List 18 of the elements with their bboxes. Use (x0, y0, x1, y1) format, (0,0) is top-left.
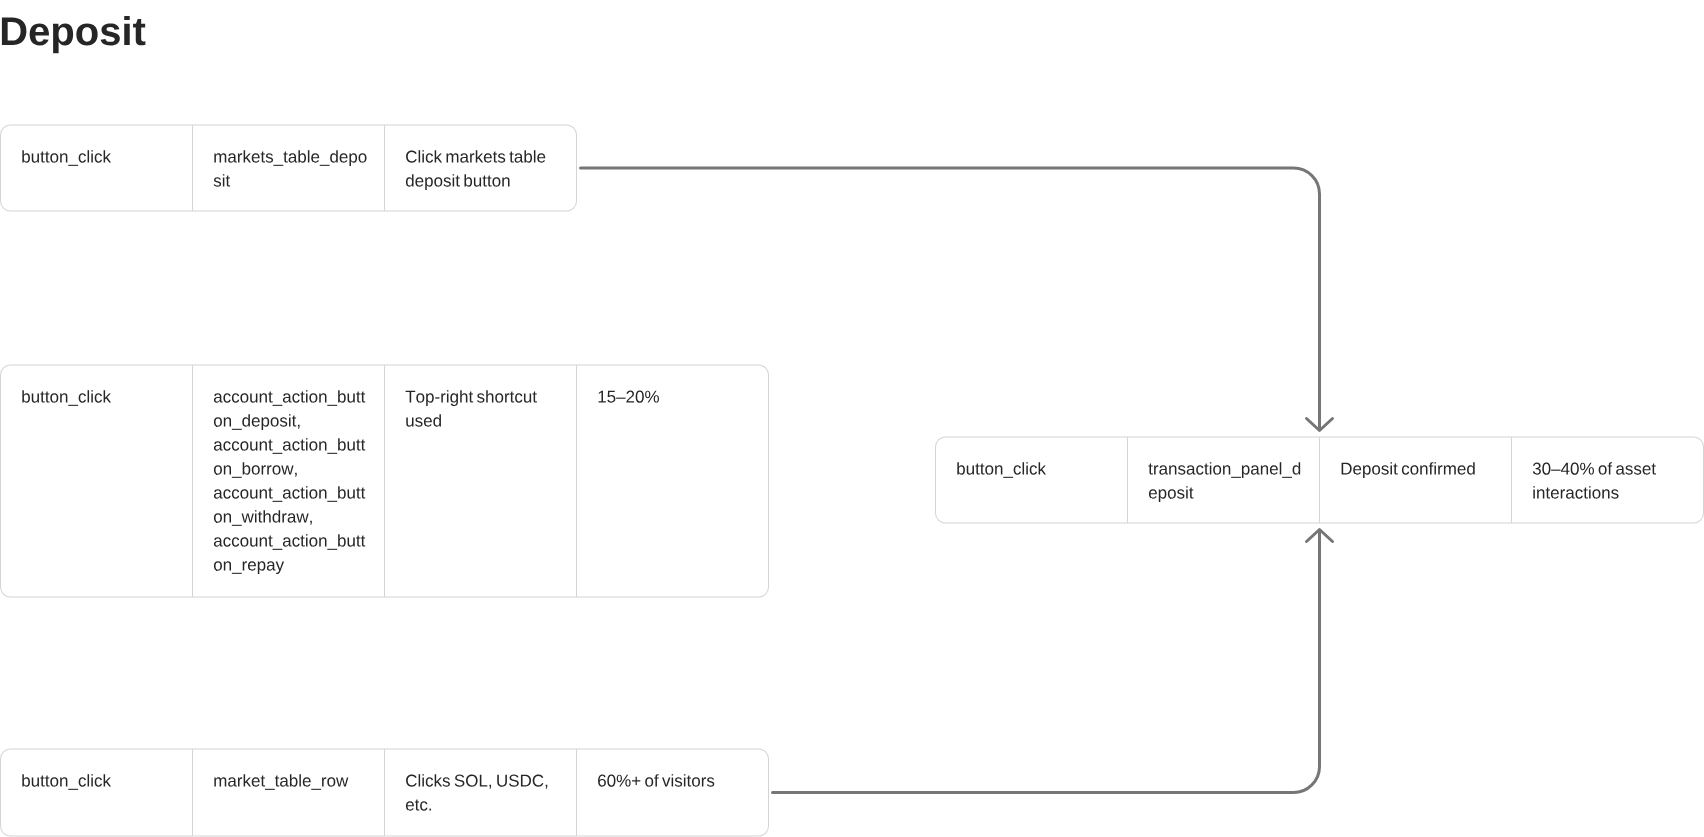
cell-text: Click markets table deposit button (405, 150, 546, 190)
arrow (579, 166, 1334, 432)
cell-text: 60%+ of visitors (598, 774, 715, 787)
cell-text: Top-right shortcut used (405, 390, 537, 427)
cell-text: transaction_panel_deposit (1148, 462, 1301, 502)
cell-text: button_click (22, 390, 111, 406)
cell-text: 30–40% of asset interactions (1532, 462, 1656, 499)
cell-text: button_click (957, 462, 1046, 478)
cell-text: markets_table_deposit (213, 150, 367, 187)
cell-text: button_click (22, 774, 111, 790)
cell-text: account_action_button_deposit, account_action_button_borrow, account_action_button_withdraw, account_action_button_repay (213, 390, 366, 574)
arrow (771, 528, 1334, 794)
title: Deposit (1, 16, 146, 54)
cell-text: market_table_row (214, 774, 349, 790)
cell-text: Clicks SOL, USDC, etc. (405, 774, 548, 811)
cell-text: Deposit confirmed (1341, 462, 1475, 478)
cell-text: button_click (22, 150, 111, 166)
cell-text: 15–20% (598, 390, 659, 403)
